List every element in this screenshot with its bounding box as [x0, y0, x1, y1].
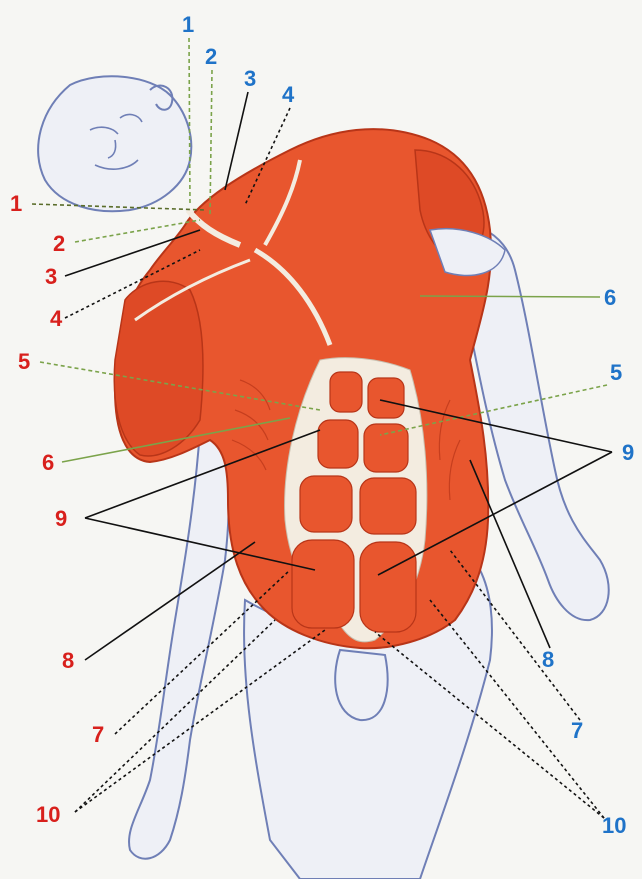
left-deltoid	[114, 281, 203, 456]
label-left-3: 3	[45, 264, 57, 289]
label-left-2: 2	[53, 231, 65, 256]
label-left-9: 9	[55, 506, 67, 531]
label-right-7: 7	[571, 718, 583, 743]
label-left-10: 10	[36, 802, 60, 827]
label-left-5: 5	[18, 349, 30, 374]
label-left-7: 7	[92, 722, 104, 747]
label-right-3: 3	[244, 66, 256, 91]
label-right-10: 10	[602, 813, 626, 838]
label-right-9: 9	[622, 440, 634, 465]
groin	[335, 650, 387, 720]
head	[38, 76, 191, 211]
labels-left: 1 2 3 4 5 6 9 8 7 10	[10, 191, 104, 827]
label-left-1: 1	[10, 191, 22, 216]
torso-muscles	[114, 129, 505, 648]
label-right-2: 2	[205, 44, 217, 69]
label-right-4: 4	[282, 82, 295, 107]
label-left-8: 8	[62, 648, 74, 673]
label-left-6: 6	[42, 450, 54, 475]
left-arm	[129, 430, 229, 859]
label-right-1: 1	[182, 12, 194, 37]
label-right-8: 8	[542, 647, 554, 672]
label-right-6: 6	[604, 285, 616, 310]
label-right-5: 5	[610, 360, 622, 385]
label-left-4: 4	[50, 306, 63, 331]
